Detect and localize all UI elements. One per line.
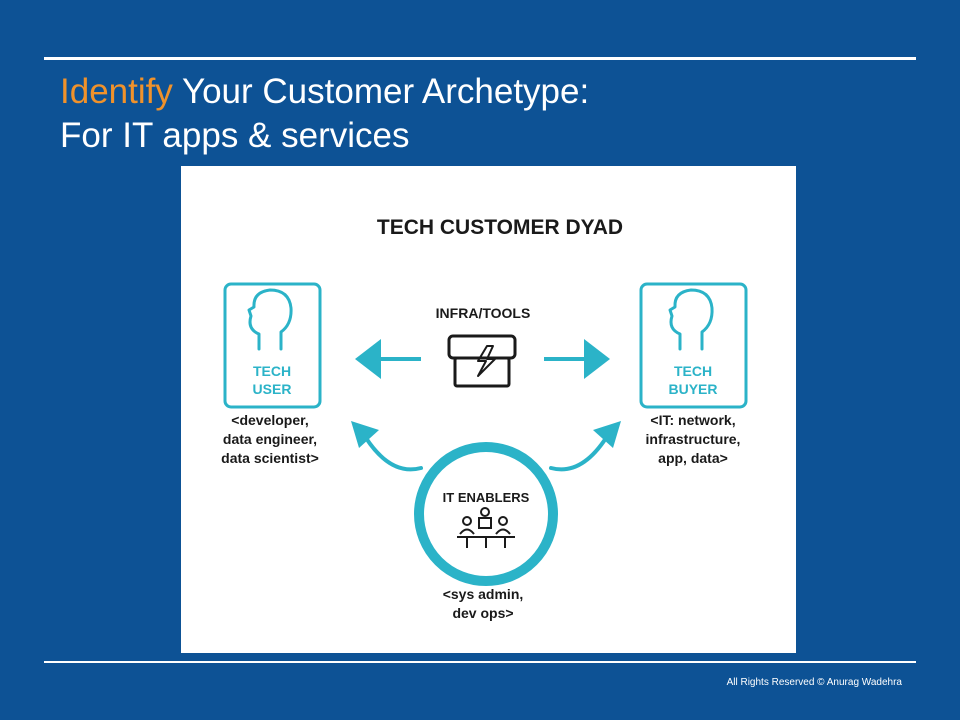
tech-buyer-line2: BUYER bbox=[668, 381, 717, 397]
top-divider bbox=[44, 57, 916, 60]
head-profile-icon bbox=[668, 288, 714, 351]
toolbox-icon bbox=[447, 334, 517, 388]
it-enablers-circle bbox=[414, 442, 558, 586]
tech-user-card: TECH USER bbox=[223, 282, 322, 409]
it-enablers-desc-2: dev ops> bbox=[452, 605, 513, 621]
arrow-up-right-icon bbox=[593, 421, 621, 448]
enabler-connector-arrows bbox=[364, 436, 608, 472]
tech-user-desc-3: data scientist> bbox=[221, 450, 319, 466]
head-profile-icon bbox=[247, 288, 293, 351]
diagram-heading: TECH CUSTOMER DYAD bbox=[377, 216, 623, 239]
it-enablers-label: IT ENABLERS bbox=[443, 490, 530, 505]
title-line2: For IT apps & services bbox=[60, 116, 410, 155]
arrow-left-icon bbox=[355, 339, 421, 379]
bottom-divider bbox=[44, 661, 916, 663]
arrow-right-icon bbox=[544, 339, 610, 379]
tech-buyer-card: TECH BUYER bbox=[639, 282, 748, 409]
it-enablers-desc-1: <sys admin, bbox=[443, 586, 524, 602]
tech-buyer-line1: TECH bbox=[674, 363, 712, 379]
people-at-table-icon bbox=[457, 507, 515, 548]
arrow-up-left-icon bbox=[351, 421, 379, 448]
copyright-footer: All Rights Reserved © Anurag Wadehra bbox=[726, 677, 902, 688]
tech-user-line2: USER bbox=[253, 381, 292, 397]
tech-user-line1: TECH bbox=[253, 363, 291, 379]
title-accent: Identify bbox=[60, 72, 173, 111]
tech-buyer-desc-1: <IT: network, bbox=[650, 412, 735, 428]
dyad-diagram: TECH CUSTOMER DYAD TECH USER <developer,… bbox=[181, 166, 796, 653]
tech-buyer-desc-2: infrastructure, bbox=[646, 431, 741, 447]
slide-title: Identify Your Customer Archetype: For IT… bbox=[60, 70, 589, 158]
tech-user-desc-1: <developer, bbox=[231, 412, 308, 428]
tech-user-desc-2: data engineer, bbox=[223, 431, 317, 447]
tech-buyer-desc-3: app, data> bbox=[658, 450, 728, 466]
title-rest: Your Customer Archetype: bbox=[172, 72, 590, 111]
infra-tools-label: INFRA/TOOLS bbox=[436, 305, 531, 321]
